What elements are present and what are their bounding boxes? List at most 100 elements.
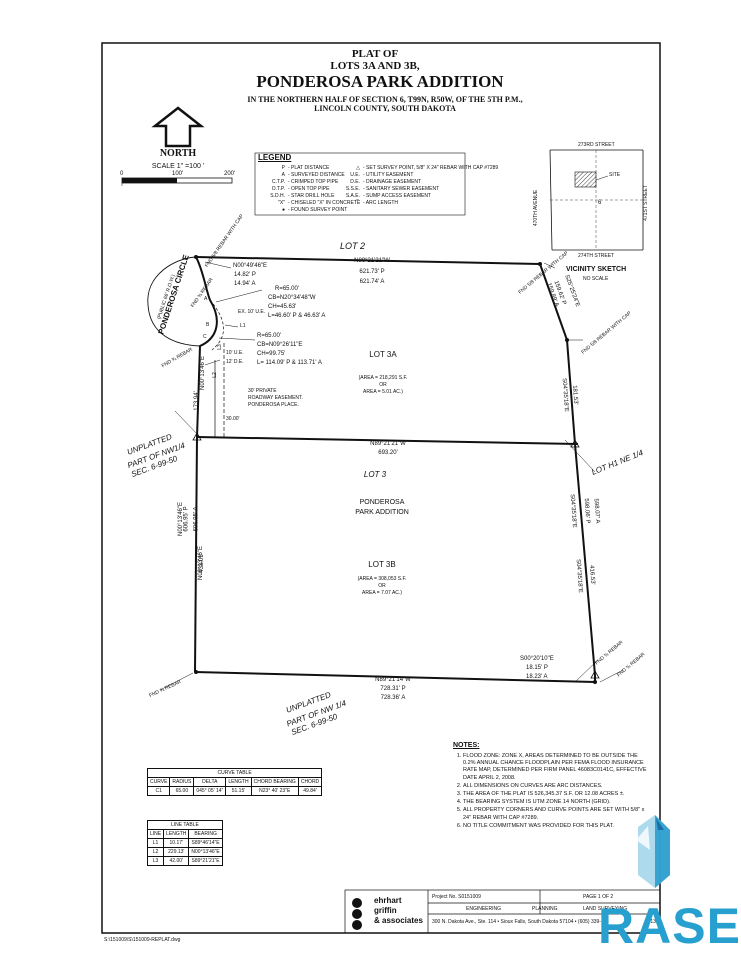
l1-label: L1 xyxy=(240,323,246,329)
middle-bearing: N89°21'21"W xyxy=(370,441,406,447)
curve2-length: L= 114.09' P & 113.71' A xyxy=(257,360,322,366)
notes-list: FLOOD ZONE: ZONE X, AREAS DETERMINED TO … xyxy=(450,753,648,831)
survey-points xyxy=(192,255,600,684)
plat-date: /13 xyxy=(649,919,656,925)
vicinity-title: VICINITY SKETCH xyxy=(566,266,627,273)
ue10-label: 10' U.E. xyxy=(226,350,244,356)
curve-header: CURVE xyxy=(146,777,171,787)
right-upper-distance: 181.53' xyxy=(571,385,579,405)
line-header: LENGTH xyxy=(163,829,190,839)
lot-3b-label: LOT 3B xyxy=(368,560,396,569)
title-block xyxy=(344,889,661,934)
page-number: PAGE 1 OF 2 xyxy=(583,894,614,900)
scale-tick-200: 200' xyxy=(224,171,236,177)
curve-point-b: B xyxy=(206,322,210,328)
firm-address: 300 N. Dakota Ave., Ste. 114 • Sioux Fal… xyxy=(432,919,601,925)
legend-box xyxy=(254,152,466,216)
lot-3a-area-sf: (AREA = 218,291 S.F. xyxy=(358,375,408,381)
ex-ue-label: EX. 10' U.E. xyxy=(238,309,266,315)
curve-header: CHORD xyxy=(297,777,323,787)
vicinity-street-top: 273RD STREET xyxy=(578,142,615,148)
curve-header: CHORD BEARING xyxy=(250,777,299,787)
n0049-plat: 14.82' P xyxy=(234,272,256,278)
dept-engineering: ENGINEERING xyxy=(466,906,502,912)
title-line4: IN THE NORTHERN HALF OF SECTION 6, T99N,… xyxy=(247,95,523,104)
lot-3a-area-or: OR xyxy=(379,382,387,388)
n0049-bearing: N00°49'46"E xyxy=(233,263,268,269)
firm-logo-icon xyxy=(352,898,362,930)
project-number: Project No. S0151009 xyxy=(432,894,481,900)
s0020-surveyed: 18.23' A xyxy=(526,674,548,680)
notes-title: NOTES: xyxy=(453,742,480,749)
north-label: NORTH xyxy=(159,148,197,159)
line-header: LINE xyxy=(146,829,165,839)
title-line1: PLAT OF xyxy=(351,48,399,60)
curve-header: LENGTH xyxy=(225,777,252,787)
n0049-surveyed: 14.94' A xyxy=(234,281,256,287)
lot-3b-area-sf: (AREA = 308,053 S.F. xyxy=(357,576,407,582)
title-line2: LOTS 3A AND 3B, xyxy=(330,60,420,72)
table-row: C1 65.00 045° 05' 14" 51.15' N23° 40' 23… xyxy=(146,786,323,796)
legend-right: △- SET SURVEY POINT, 5/8" X 24" REBAR WI… xyxy=(345,165,499,206)
dept-surveying: LAND SURVEYING xyxy=(583,906,628,912)
file-path: S:\151009\S\151009-REPLAT.dwg xyxy=(104,937,181,943)
note-item: THE AREA OF THE PLAT IS 526,345.37 S.F. … xyxy=(463,791,648,798)
ponderosa-label: PONDEROSA xyxy=(359,499,405,506)
scale-bar-fill xyxy=(122,178,177,183)
vicinity-street-bottom: 274TH STREET xyxy=(578,253,615,259)
curve2-radius: R=65.00' xyxy=(257,333,281,339)
firm-name-3: & associates xyxy=(374,916,423,925)
lot-3a-area-ac: AREA = 5.01 AC.) xyxy=(363,389,403,395)
lot-3b-area-ac: AREA = 7.07 AC.) xyxy=(362,590,402,596)
s0020-bearing: S00°20'10"E xyxy=(520,656,554,662)
left-upper-bearing: N00°13'46"E xyxy=(200,355,207,391)
curve-point-c: C xyxy=(203,334,207,340)
curve1-chord-bearing: CB=N20°34'48"W xyxy=(268,295,316,301)
bottom-surveyed: 728.36' A xyxy=(380,695,406,701)
curve-table: CURVE TABLE CURVE RADIUS DELTA LENGTH CH… xyxy=(146,768,323,796)
width-30-label: 30.00' xyxy=(226,416,240,422)
legend-title: LEGEND xyxy=(258,153,292,162)
curve-point-a: A xyxy=(204,296,208,302)
ponderosa-circle-curve xyxy=(147,256,201,347)
left-lower2-distance: 433.01' xyxy=(198,553,205,573)
easement-lines xyxy=(209,299,225,437)
lot-3b-area-or: OR xyxy=(378,583,386,589)
curve-table-title: CURVE TABLE xyxy=(146,768,323,778)
bottom-bearing: N89°21'14"W xyxy=(375,677,411,683)
rase-watermark: RASE xyxy=(598,898,741,954)
l2-label: L2 xyxy=(211,372,218,378)
note-item: FLOOD ZONE: ZONE X, AREAS DETERMINED TO … xyxy=(463,753,648,782)
middle-distance: 693.20' xyxy=(378,450,398,456)
vicinity-avenue-left: 470TH AVENUE xyxy=(533,189,540,227)
title-line5: LINCOLN COUNTY, SOUTH DAKOTA xyxy=(314,104,456,113)
dept-planning: PLANNING xyxy=(532,906,558,912)
curve1-radius: R=65.00' xyxy=(275,286,299,292)
l3-label: L3 xyxy=(216,344,223,350)
vicinity-site: SITE xyxy=(609,172,621,178)
curve2-chord: CH=99.75' xyxy=(257,351,286,357)
page-title: PONDEROSA PARK ADDITION xyxy=(256,72,504,91)
de12-label: 12' D.E. xyxy=(226,359,244,365)
park-addition-label: PARK ADDITION xyxy=(355,509,409,516)
leader-lines xyxy=(159,261,624,691)
line-header: BEARING xyxy=(188,829,223,839)
note-item: THE BEARING SYSTEM IS UTM ZONE 14 NORTH … xyxy=(463,799,648,806)
plat-boundary xyxy=(194,256,596,683)
lot-2-label: LOT 2 xyxy=(340,241,366,251)
left-upper-distance: 173.94' xyxy=(193,391,200,411)
left-lower-plat: 606.95' P xyxy=(183,506,190,532)
scale-tick-0: 0 xyxy=(120,171,124,177)
scale-tick-100: 100' xyxy=(172,171,184,177)
lot-3a-label: LOT 3A xyxy=(369,350,397,359)
right-lower2-distance: 416.53' xyxy=(588,565,596,585)
curve2-chord-bearing: CB=N09°26'11"E xyxy=(257,342,303,348)
curve1-length: L=46.60' P & 46.63' A xyxy=(268,313,326,319)
rase-logo-icon xyxy=(636,815,670,888)
note-item: NO TITLE COMMITMENT WAS PROVIDED FOR THI… xyxy=(463,823,648,830)
curve-header: RADIUS xyxy=(169,777,195,787)
bottom-plat: 728.31' P xyxy=(380,686,406,692)
